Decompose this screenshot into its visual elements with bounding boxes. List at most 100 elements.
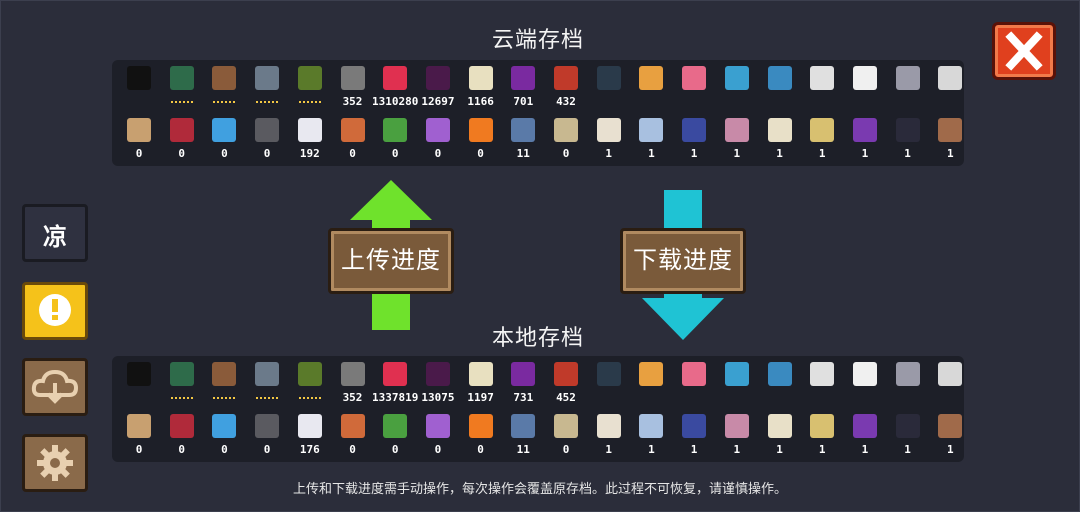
- locked-dots: [170, 101, 193, 103]
- item-count: 176: [299, 443, 320, 456]
- settings-button[interactable]: [22, 434, 88, 492]
- save-item: 1: [716, 412, 758, 462]
- save-item: 1: [630, 412, 672, 462]
- blue-feather-icon: [212, 414, 237, 438]
- item-count: 0: [263, 443, 271, 456]
- item-count: 1166: [467, 95, 494, 108]
- save-item: [588, 64, 630, 114]
- tile-navy-icon: [682, 414, 707, 438]
- carrot-icon: [468, 118, 493, 142]
- item-count: 432: [556, 95, 576, 108]
- round-pot-icon: [255, 66, 280, 90]
- item-count: 0: [391, 147, 399, 160]
- save-item: [203, 360, 245, 410]
- item-count: 12697: [421, 95, 455, 108]
- item-count: 0: [562, 443, 570, 456]
- save-item: [673, 64, 715, 114]
- red-book-icon: [169, 118, 194, 142]
- tile-dark-icon: [895, 118, 920, 142]
- white-rabbit-icon: [852, 362, 877, 386]
- close-icon: [1005, 31, 1043, 71]
- tile-purple-icon: [852, 118, 877, 142]
- locked-dots: [256, 101, 279, 103]
- save-item: [759, 64, 801, 114]
- save-item: 0: [246, 412, 288, 462]
- robot-icon: [767, 362, 792, 386]
- save-item: [887, 360, 929, 410]
- tile-white-icon: [596, 414, 621, 438]
- gun-part-icon: [340, 66, 365, 90]
- black-cat-icon: [596, 66, 621, 90]
- item-count: 1197: [467, 391, 494, 404]
- save-item: 11: [502, 412, 544, 462]
- download-progress-button[interactable]: 下载进度: [620, 228, 746, 294]
- black-cat-icon: [596, 362, 621, 386]
- gun-part-icon: [340, 362, 365, 386]
- close-button[interactable]: [992, 22, 1056, 80]
- map-scroll-icon: [127, 414, 151, 438]
- red-gem-icon: [383, 66, 408, 90]
- item-count: 1: [605, 147, 612, 160]
- card-icon: [468, 66, 493, 90]
- save-item: 1: [887, 412, 929, 462]
- item-count: 0: [221, 443, 228, 456]
- mech-icon: [895, 66, 920, 90]
- purple-mask-icon: [511, 66, 536, 90]
- white-dog-icon: [810, 362, 835, 386]
- save-item: [630, 64, 672, 114]
- locked-dots: [213, 397, 236, 399]
- item-count: 11: [516, 147, 530, 160]
- purple-mask-icon: [511, 362, 536, 386]
- save-item: 0: [460, 412, 502, 462]
- save-item: [246, 360, 288, 410]
- red-gem-icon: [383, 362, 408, 386]
- item-count: 13075: [421, 391, 455, 404]
- item-count: 0: [562, 147, 570, 160]
- save-item: 1: [673, 116, 715, 166]
- map-scroll-icon: [127, 118, 151, 142]
- blue-slime-icon: [724, 362, 749, 386]
- save-item: [289, 360, 331, 410]
- alert-button[interactable]: [22, 282, 88, 340]
- footer-warning-note: 上传和下载进度需手动操作，每次操作会覆盖原存档。此过程不可恢复，请谨慎操作。: [292, 482, 787, 497]
- side-tab-button[interactable]: 凉: [22, 204, 88, 262]
- cloud-sync-button[interactable]: [22, 358, 88, 416]
- parchment-icon: [554, 414, 578, 438]
- item-count: 1337819: [372, 391, 419, 404]
- card-icon: [468, 362, 493, 386]
- upload-progress-button[interactable]: 上传进度: [328, 228, 454, 294]
- save-item: 13075: [417, 360, 459, 410]
- pink-pig-icon: [682, 362, 707, 386]
- save-item: [118, 64, 160, 114]
- item-count: 1: [648, 443, 655, 456]
- save-item: [289, 64, 331, 114]
- orange-cat-icon: [639, 66, 664, 90]
- item-count: 0: [434, 147, 442, 160]
- save-item: [844, 360, 886, 410]
- item-count: 0: [391, 443, 399, 456]
- gear-orb-icon: [511, 414, 536, 438]
- item-count: 1: [861, 443, 869, 456]
- item-count: 1: [818, 443, 826, 456]
- shadow-creature-icon: [127, 66, 151, 90]
- item-count: 1: [861, 147, 869, 160]
- dark-stone-icon: [255, 414, 280, 438]
- save-item: 0: [161, 412, 203, 462]
- save-item: [673, 360, 715, 410]
- blue-feather-icon: [212, 118, 237, 142]
- tile-brown-icon: [938, 414, 963, 438]
- save-item: [929, 64, 964, 114]
- save-item: 0: [203, 412, 245, 462]
- mech-icon: [895, 362, 920, 386]
- save-item: 1: [844, 116, 886, 166]
- item-count: 0: [263, 147, 271, 160]
- item-count: 1: [946, 443, 954, 456]
- save-item: 432: [545, 64, 587, 114]
- orange-cat-icon: [639, 362, 664, 386]
- item-count: 1: [776, 147, 783, 160]
- locked-dots: [298, 101, 321, 103]
- red-mask-icon: [554, 66, 578, 90]
- save-item: 1: [801, 412, 843, 462]
- tile-cream-icon: [767, 414, 792, 438]
